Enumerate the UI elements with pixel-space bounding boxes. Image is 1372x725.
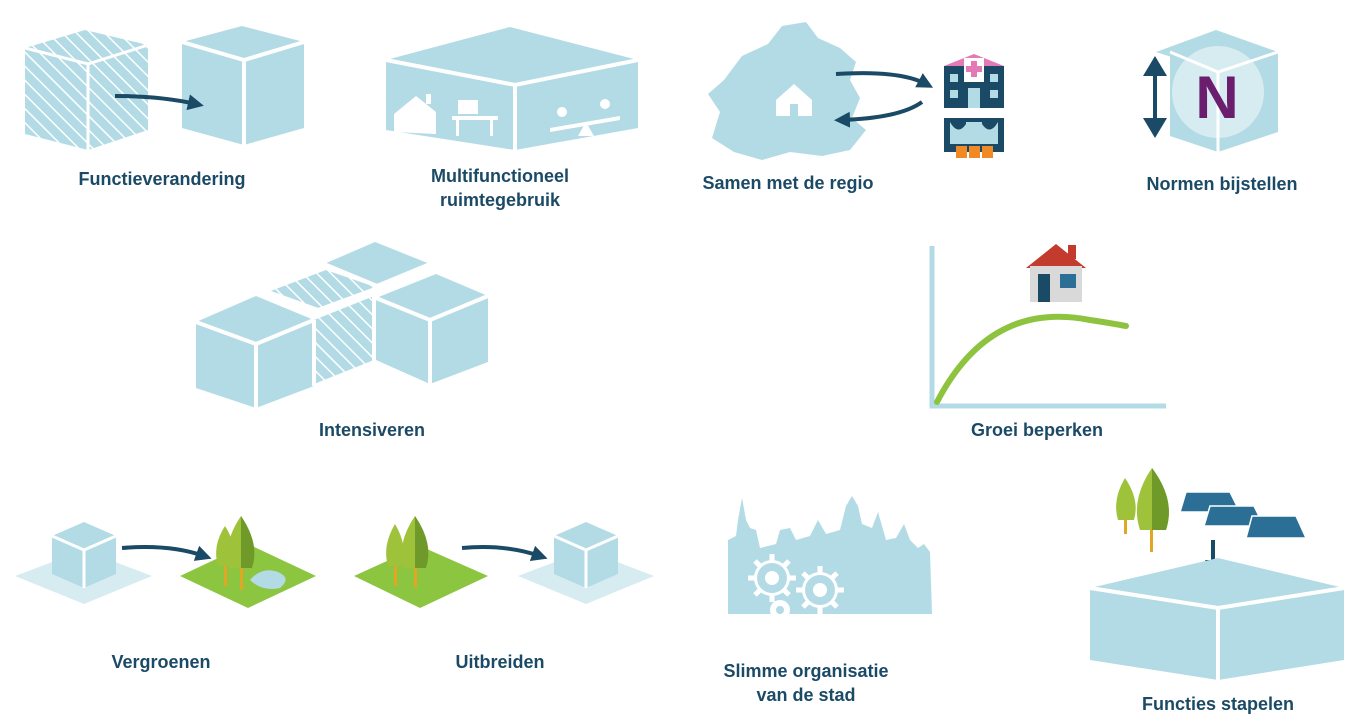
label-vergroenen: Vergroenen: [111, 652, 211, 672]
seesaw-icon: [550, 99, 620, 136]
tree-icon: [1136, 468, 1169, 552]
solar-panel-icon: [1178, 491, 1308, 539]
cube-icon: [181, 26, 305, 145]
vergroenen-icon: [15, 516, 316, 608]
growth-curve-icon: [934, 313, 1129, 405]
arrow-icon: [834, 100, 924, 128]
slimme-organisatie-icon: [728, 496, 932, 620]
uitbreiden-icon: [354, 516, 654, 608]
multifunctioneel-icon: [385, 27, 639, 150]
cube-icon: [553, 522, 619, 588]
axes: [929, 246, 1166, 409]
label-groei-beperken: Groei beperken: [970, 420, 1104, 440]
label-multifunctioneel-line1: Multifunctioneel: [431, 166, 569, 186]
hatched-cube-icon: [24, 30, 149, 150]
groei-beperken-icon: [929, 244, 1166, 409]
arrow-icon: [121, 545, 212, 561]
theater-icon: [944, 118, 1004, 158]
functies-stapelen-icon: [1089, 468, 1345, 680]
norm-letter: N: [1195, 64, 1238, 131]
functieverandering-icon: [24, 26, 305, 150]
label-functieverandering: Functieverandering: [78, 169, 246, 189]
tree-icon: [401, 516, 429, 588]
house-icon: [1026, 244, 1086, 302]
table-icon: [452, 100, 498, 136]
label-slimme-line2: van de stad: [756, 685, 856, 705]
arrow-icon: [114, 94, 204, 111]
gear-icon: [748, 554, 796, 602]
label-uitbreiden: Uitbreiden: [455, 652, 545, 672]
label-normen-bijstellen: Normen bijstellen: [1146, 174, 1298, 194]
label-multifunctioneel-line2: ruimtegebruik: [439, 190, 561, 210]
samen-met-de-regio-icon: [708, 22, 1004, 160]
label-slimme-line1: Slimme organisatie: [723, 661, 889, 681]
tree-icon: [227, 516, 255, 590]
gear-icon: [796, 566, 844, 614]
cube-icon: [51, 522, 117, 588]
tree-icon: [386, 524, 404, 586]
up-down-arrow-icon: [1143, 56, 1167, 138]
normen-bijstellen-icon: N: [1143, 30, 1279, 152]
arrow-icon: [835, 71, 934, 88]
intensiveren-icon: [195, 242, 489, 408]
arrow-icon: [461, 545, 548, 561]
label-intensiveren: Intensiveren: [318, 420, 426, 440]
house-icon: [776, 84, 812, 116]
label-samen-met-de-regio: Samen met de regio: [702, 173, 874, 193]
label-functies-stapelen: Functies stapelen: [1141, 694, 1295, 714]
hospital-icon: [944, 54, 1004, 108]
tree-icon: [1116, 478, 1136, 534]
gear-icon: [770, 600, 790, 620]
house-icon: [394, 94, 436, 134]
